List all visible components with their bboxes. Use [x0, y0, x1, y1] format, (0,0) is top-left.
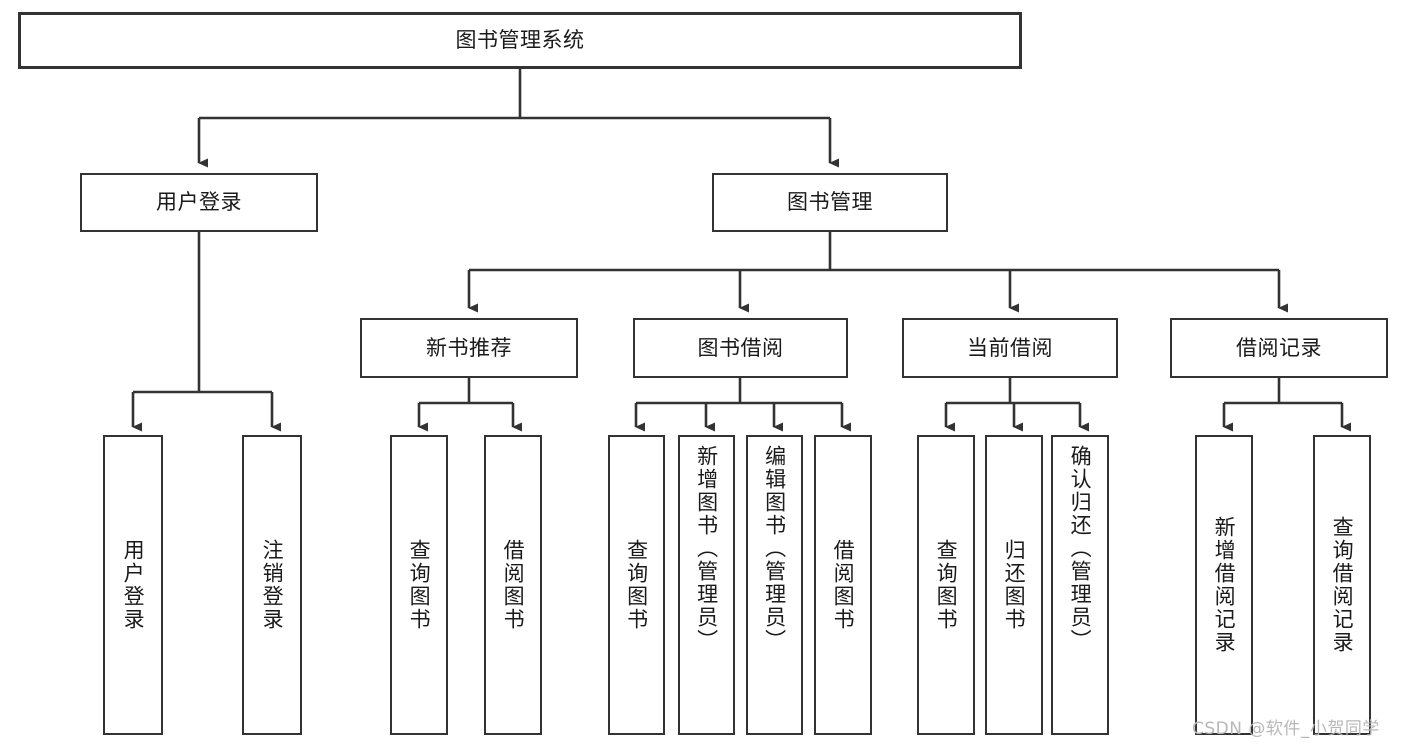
node-leaf-confirm-return-label: 确认归还（管理员） [1068, 445, 1093, 652]
node-current-borrow[interactable]: 当前借阅 [902, 318, 1118, 378]
node-current-borrow-label: 当前借阅 [967, 335, 1053, 360]
node-new-book-recommend[interactable]: 新书推荐 [360, 318, 578, 378]
node-root[interactable]: 图书管理系统 [18, 12, 1022, 69]
node-borrow-record[interactable]: 借阅记录 [1170, 318, 1388, 378]
node-book-manage[interactable]: 图书管理 [712, 173, 948, 232]
node-leaf-user-login[interactable]: 用户登录 [103, 435, 163, 735]
node-leaf-borrow-book-1-label: 借阅图书 [501, 539, 526, 631]
node-leaf-logout[interactable]: 注销登录 [242, 435, 302, 735]
node-root-label: 图书管理系统 [455, 28, 585, 53]
node-borrow-record-label: 借阅记录 [1236, 335, 1322, 360]
node-leaf-return-book[interactable]: 归还图书 [985, 435, 1043, 735]
node-leaf-logout-label: 注销登录 [260, 539, 285, 631]
node-leaf-query-book-3[interactable]: 查询图书 [917, 435, 975, 735]
node-leaf-user-login-label: 用户登录 [121, 539, 146, 631]
node-leaf-borrow-book-1[interactable]: 借阅图书 [484, 435, 542, 735]
node-leaf-query-book-1[interactable]: 查询图书 [390, 435, 448, 735]
node-leaf-query-book-2[interactable]: 查询图书 [608, 435, 665, 735]
node-user-login[interactable]: 用户登录 [80, 173, 318, 232]
node-leaf-add-book[interactable]: 新增图书（管理员） [678, 435, 735, 735]
node-leaf-edit-book-label: 编辑图书（管理员） [762, 445, 787, 652]
node-leaf-add-record[interactable]: 新增借阅记录 [1195, 435, 1253, 735]
node-book-borrow-label: 图书借阅 [697, 335, 784, 360]
node-book-borrow[interactable]: 图书借阅 [633, 318, 848, 378]
node-leaf-query-record-label: 查询借阅记录 [1330, 516, 1355, 654]
node-leaf-add-record-label: 新增借阅记录 [1212, 516, 1237, 654]
node-leaf-return-book-label: 归还图书 [1002, 539, 1027, 631]
node-leaf-query-book-2-label: 查询图书 [624, 539, 649, 631]
node-leaf-borrow-book-2[interactable]: 借阅图书 [814, 435, 872, 735]
node-user-login-label: 用户登录 [156, 190, 242, 215]
node-new-book-recommend-label: 新书推荐 [426, 335, 512, 360]
node-leaf-query-book-3-label: 查询图书 [934, 539, 959, 631]
node-book-manage-label: 图书管理 [787, 190, 873, 215]
node-leaf-borrow-book-2-label: 借阅图书 [831, 539, 856, 631]
node-leaf-query-record[interactable]: 查询借阅记录 [1313, 435, 1371, 735]
node-leaf-add-book-label: 新增图书（管理员） [694, 445, 719, 652]
node-leaf-query-book-1-label: 查询图书 [407, 539, 432, 631]
node-leaf-confirm-return[interactable]: 确认归还（管理员） [1051, 435, 1109, 735]
watermark-text: CSDN @软件_小贺同学 [1192, 719, 1380, 739]
node-leaf-edit-book[interactable]: 编辑图书（管理员） [746, 435, 803, 735]
